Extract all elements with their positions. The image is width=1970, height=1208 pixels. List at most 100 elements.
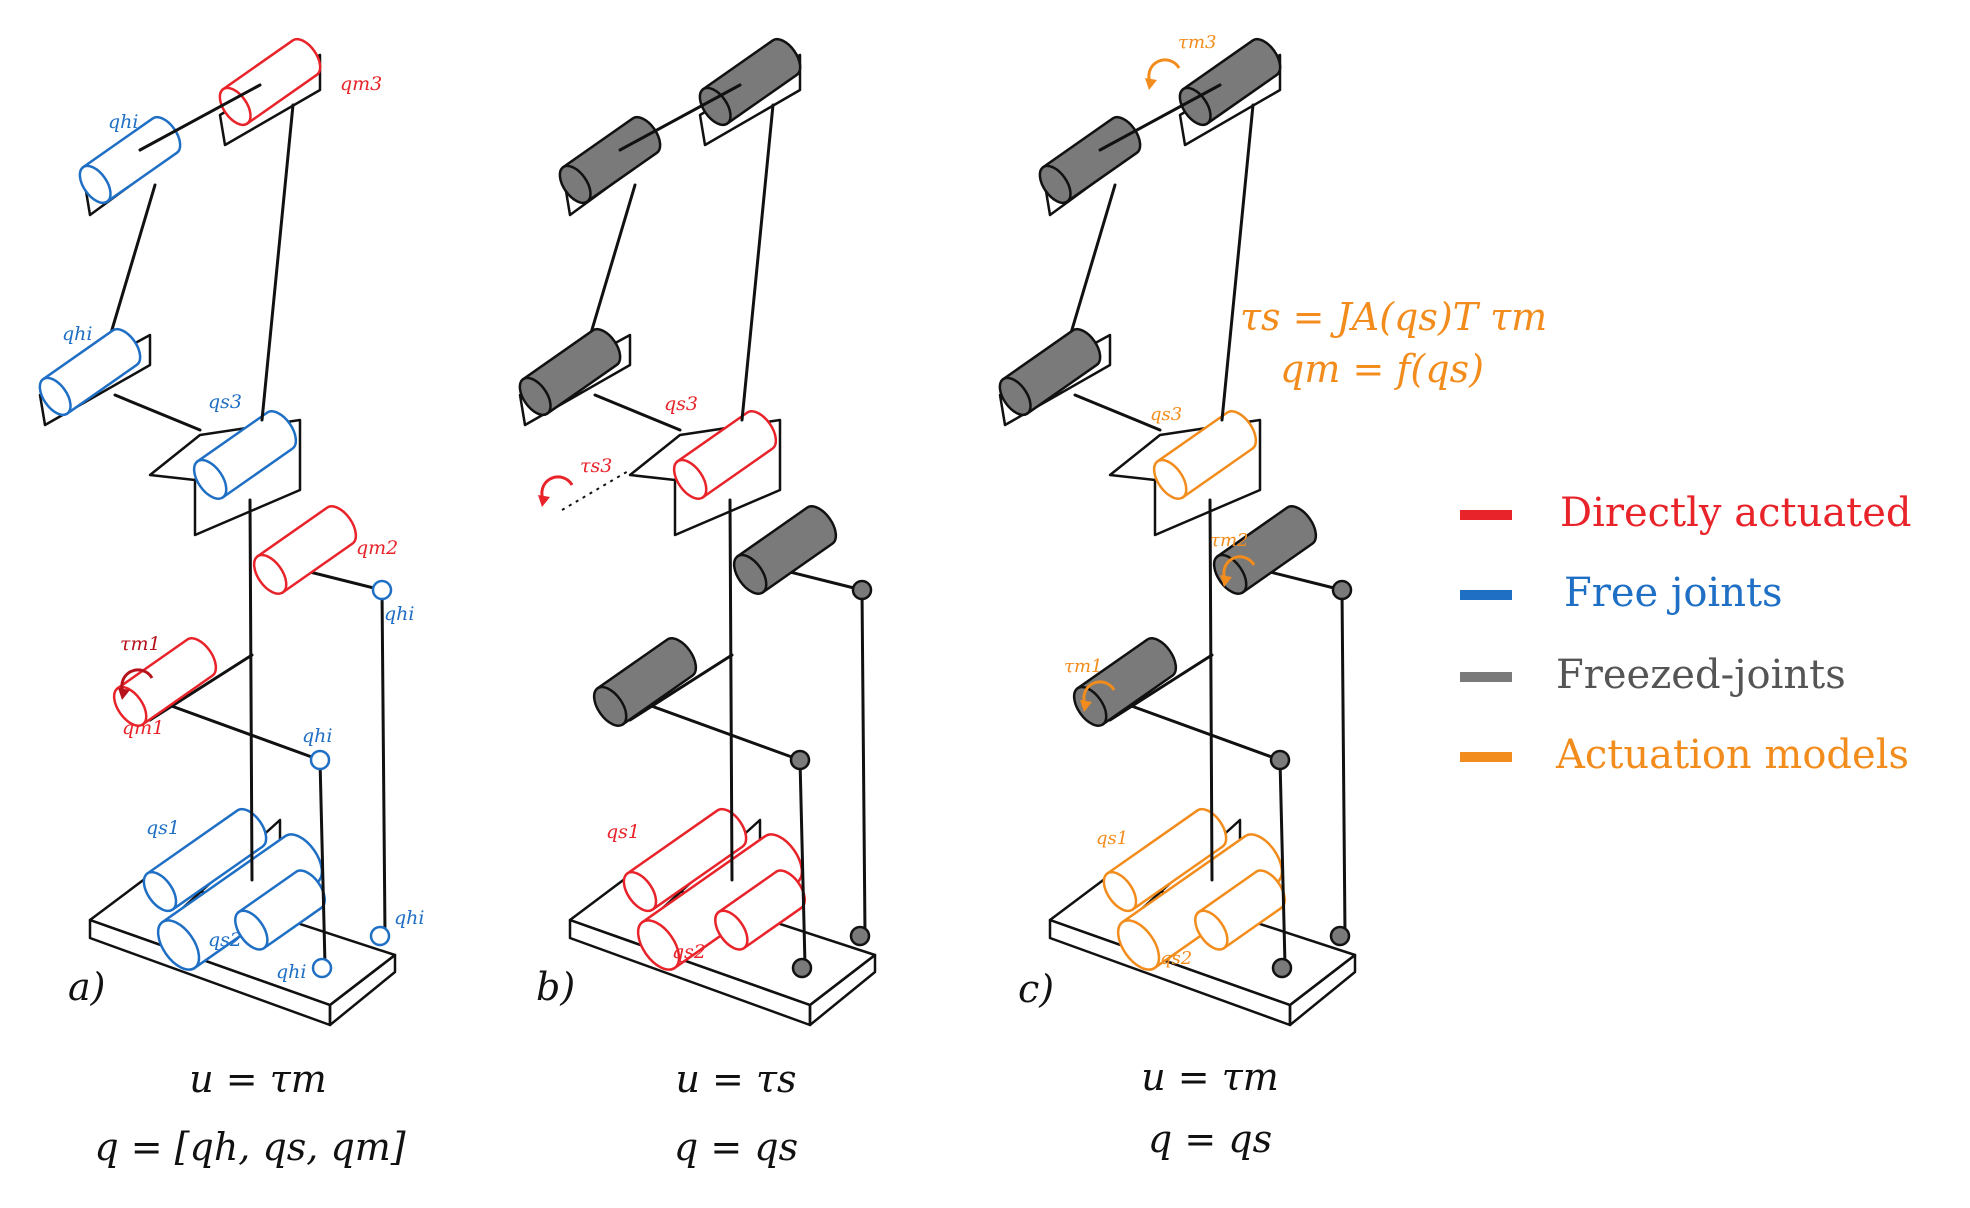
legend-label-freezed-joints: Freezed-joints — [1556, 652, 1846, 698]
panel-c-labels: τm3 qs3 τm2 τm1 qs1 qs2 — [1064, 32, 1248, 969]
panel-a-tag: a) — [68, 965, 105, 1009]
link-m1-rod — [153, 698, 322, 762]
cylinder-end — [218, 86, 252, 127]
panel-b-state-eq: q = qs — [674, 1125, 798, 1169]
cylinder-end — [1194, 909, 1229, 951]
panel-equations: u = τm q = [qh, qs, qm] u = τs q = qs u … — [94, 1055, 1278, 1169]
cylinder-end — [1038, 164, 1072, 205]
panel-c — [998, 37, 1357, 1027]
ball-joint-hi — [791, 957, 813, 979]
upper-cylinder-hi — [78, 115, 182, 205]
hip-cylinder-qs2 — [636, 833, 804, 971]
main-leg — [248, 498, 254, 882]
legend-swatch-freezed-joints — [1460, 672, 1512, 682]
torque-arc — [540, 475, 574, 502]
cylinder-end — [714, 909, 749, 951]
upper-cylinder-hi — [1038, 115, 1142, 205]
hip-cylinder-qs2 — [1116, 833, 1284, 971]
knee-plate — [148, 418, 302, 537]
torque-arrowhead — [1080, 700, 1092, 712]
panel-a — [38, 37, 397, 1027]
mid-cylinder-hi — [998, 327, 1102, 417]
torque-arrow-s3 — [538, 475, 574, 507]
upper-connector — [618, 83, 742, 152]
passive-rod-left — [798, 758, 807, 967]
upper-connector — [138, 83, 262, 152]
panel-b-control-eq: u = τs — [676, 1057, 797, 1101]
legend-label-directly-actuated: Directly actuated — [1560, 490, 1912, 536]
panel-a-control-eq: u = τm — [189, 1057, 327, 1101]
link-m1 — [148, 653, 254, 722]
cylinder-end — [636, 919, 681, 971]
cylinder-end — [622, 870, 658, 913]
label-qhi-br: qhi — [394, 907, 424, 929]
label-qs3-b: qs3 — [664, 393, 698, 415]
actuator-rod-m3 — [740, 103, 775, 422]
legend-label-actuation-models: Actuation models — [1555, 732, 1909, 778]
torque-arrow-m1 — [1080, 680, 1116, 712]
formula-position-mapping: qm = f(qs) — [1280, 347, 1484, 391]
knee-plate — [628, 418, 782, 537]
mid-cylinder-hi — [518, 327, 622, 417]
torque-arrowhead — [118, 688, 130, 700]
ball-joint-hi — [1269, 749, 1291, 771]
panel-c-control-eq: u = τm — [1141, 1055, 1279, 1099]
panel-b-tag: b) — [536, 965, 575, 1009]
label-qhi-mid: qhi — [302, 725, 332, 747]
panel-c-tag: c) — [1018, 967, 1054, 1011]
cylinder-end — [518, 376, 552, 417]
passive-rod-right — [860, 588, 867, 937]
base-plate-side — [1288, 953, 1357, 1027]
torque-arrowhead — [1220, 575, 1232, 587]
cylinder-body — [160, 833, 324, 970]
cylinder-end — [142, 870, 178, 913]
torque-arrow-m3 — [1145, 58, 1181, 90]
passive-rod-right — [1340, 588, 1347, 937]
cylinder-end — [1152, 458, 1188, 500]
legend-swatch-directly-actuated — [1460, 510, 1512, 520]
ball-joint-hi — [369, 925, 391, 947]
cylinder-body — [1120, 833, 1284, 970]
cylinder-end — [78, 164, 112, 205]
link-m1 — [1108, 653, 1214, 722]
main-leg — [728, 498, 734, 882]
upper-connector — [1098, 83, 1222, 152]
cylinder-body — [145, 807, 268, 912]
panel-a-state-eq: q = [qh, qs, qm] — [94, 1125, 405, 1169]
cylinder-end — [156, 919, 201, 971]
passive-rod-left — [318, 758, 327, 967]
actuator-cylinder-m1 — [1072, 637, 1177, 727]
ball-joint-hi — [789, 749, 811, 771]
cylinder-end — [732, 553, 768, 595]
base-plate-side — [808, 953, 877, 1027]
cylinder-end — [698, 86, 732, 127]
cylinder-end — [192, 458, 228, 500]
label-qm3: qm3 — [340, 73, 382, 95]
formula-torque-mapping: τs = JA(qs)T τm — [1240, 295, 1547, 339]
link-m1-rod — [633, 698, 802, 762]
passive-rod-left — [1278, 758, 1287, 967]
hip-cylinder-qs1 — [142, 807, 268, 913]
label-qhi-bottom: qhi — [276, 961, 306, 983]
label-qhi-right: qhi — [384, 603, 414, 625]
ball-joint-hi — [1331, 579, 1353, 601]
label-qm2: qm2 — [356, 537, 398, 559]
panel-b — [518, 37, 877, 1027]
cylinder-body — [640, 833, 804, 970]
label-qs1-c: qs1 — [1096, 828, 1128, 849]
label-qs1: qs1 — [146, 817, 180, 839]
label-qs3-c: qs3 — [1150, 404, 1182, 425]
cylinder-end — [38, 376, 72, 417]
ball-joint-hi — [1271, 957, 1293, 979]
label-qs2-c: qs2 — [1160, 948, 1192, 969]
cylinder-end — [558, 164, 592, 205]
torque-pointer — [561, 469, 631, 511]
torque-arrow-m1 — [118, 668, 154, 700]
knee-plate — [1108, 418, 1262, 537]
ball-joint-hi — [1329, 925, 1351, 947]
torque-arc — [1222, 555, 1256, 582]
cylinder-body — [625, 807, 748, 912]
label-qm1: qm1 — [122, 717, 164, 739]
cylinder-end — [672, 458, 708, 500]
